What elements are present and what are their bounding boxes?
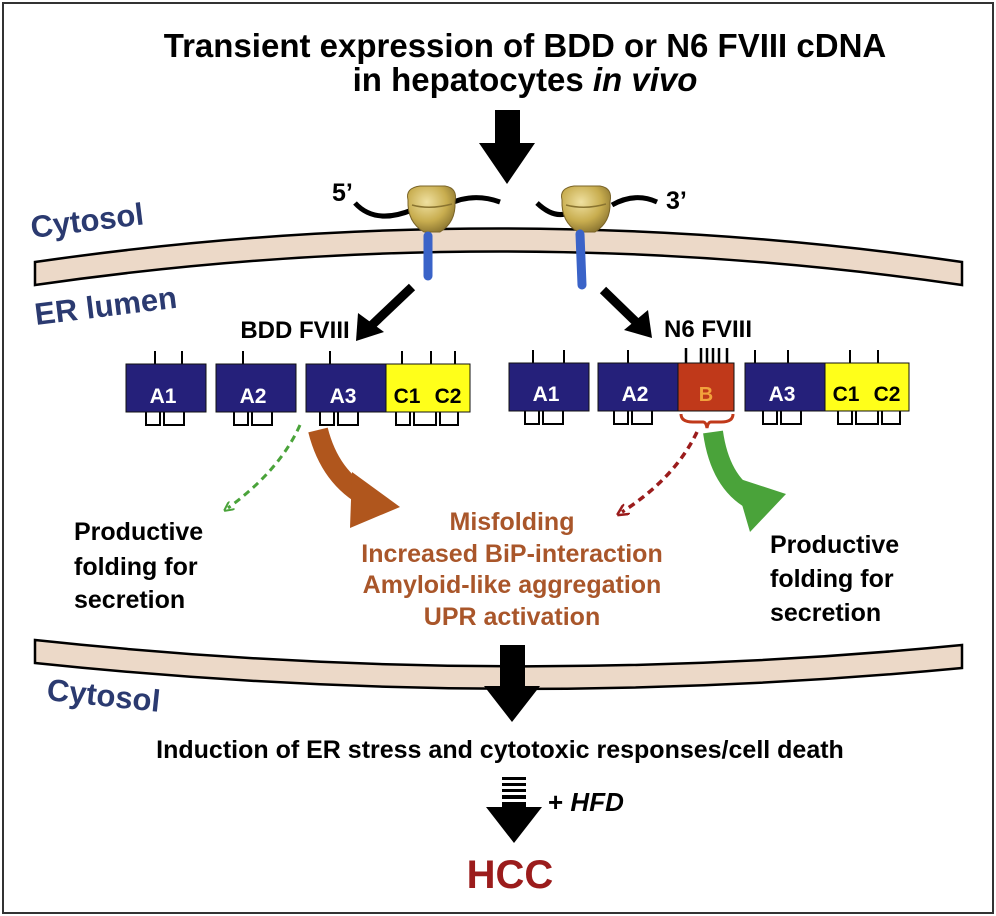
- n6-domain-b: [677, 362, 735, 412]
- membrane-bottom: [33, 638, 964, 691]
- hfd-label: + HFD: [548, 787, 624, 817]
- n6-c1-text: C1: [833, 383, 860, 406]
- nascent-peptide-right-icon: [575, 229, 587, 290]
- ribosome-left-icon: [407, 185, 456, 233]
- membrane-top: [33, 227, 964, 287]
- misfolding-line-4: UPR activation: [424, 603, 600, 631]
- n6-a3-text: A3: [769, 383, 796, 406]
- n6-b-text: B: [699, 384, 713, 406]
- left-productive-line-2: folding for: [74, 553, 198, 581]
- mrna-left-strand: [353, 201, 413, 219]
- n6-domain-c1-c2: [824, 362, 910, 412]
- bdd-a1-text: A1: [150, 385, 177, 408]
- mrna-right-tail: [610, 195, 659, 208]
- misfolding-line-2: Increased BiP-interaction: [361, 540, 662, 568]
- bdd-a3-text: A3: [330, 385, 357, 408]
- n6-domain-a1: [508, 362, 590, 412]
- bdd-c1-text: C1: [394, 385, 421, 408]
- stress-text: Induction of ER stress and cytotoxic res…: [156, 736, 844, 764]
- bdd-domain-c1-c2: [385, 363, 471, 413]
- n6-a1-text: A1: [533, 383, 560, 406]
- misfolding-line-3: Amyloid-like aggregation: [363, 571, 662, 599]
- three-prime-label: 3’: [666, 187, 687, 215]
- n6-productive-arrowhead: [734, 477, 786, 532]
- right-productive-line-1: Productive: [770, 531, 899, 559]
- bdd-fviii-label: BDD FVIII: [240, 317, 349, 344]
- n6-misfolding-dashed-arrow: [622, 431, 699, 512]
- arrow-to-n6: [599, 286, 652, 338]
- bdd-a2-text: A2: [240, 385, 267, 408]
- right-productive-line-3: secretion: [770, 599, 881, 627]
- misfolding-line-1: Misfolding: [450, 508, 575, 536]
- bdd-domain-a1: [125, 363, 207, 413]
- bdd-misfolding-arrowhead: [350, 472, 400, 528]
- left-productive-line-1: Productive: [74, 518, 203, 546]
- n6-domain-a2: [597, 362, 679, 412]
- main-down-arrow: [479, 110, 535, 184]
- title-line-1: Transient expression of BDD or N6 FVIII …: [164, 27, 887, 64]
- ribosome-right-icon: [561, 185, 611, 233]
- n6-c2-text: C2: [874, 383, 901, 406]
- bdd-construct: A1 A2 A3 C1 C2: [125, 351, 471, 426]
- bdd-productive-dashed-arrow: [228, 424, 302, 508]
- hcc-result: HCC: [467, 853, 554, 897]
- b-domain-brace: [679, 413, 735, 429]
- arrow-to-bdd: [356, 283, 416, 341]
- title-line-2: in hepatocytes in vivo: [353, 61, 698, 98]
- right-productive-line-2: folding for: [770, 565, 894, 593]
- five-prime-label: 5’: [332, 179, 353, 207]
- bdd-domain-a3: [305, 363, 387, 413]
- hfd-down-arrow: [486, 777, 542, 843]
- n6-a2-text: A2: [622, 383, 649, 406]
- n6-construct: A1 A2 B A3 C1 C2: [508, 348, 910, 429]
- left-productive-line-3: secretion: [74, 586, 185, 614]
- stress-down-arrow: [484, 645, 540, 722]
- bdd-domain-a2: [215, 363, 297, 413]
- bdd-c2-text: C2: [435, 385, 462, 408]
- n6-fviii-label: N6 FVIII: [664, 316, 752, 343]
